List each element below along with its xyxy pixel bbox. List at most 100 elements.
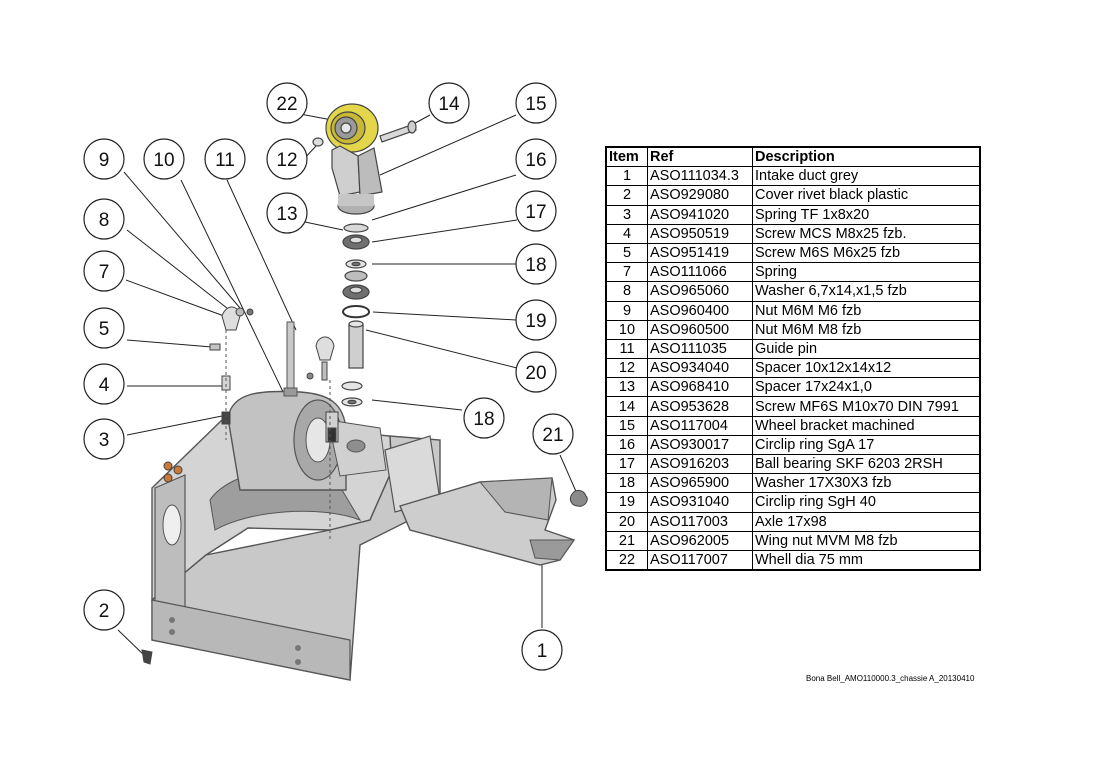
- cell-item: 21: [605, 530, 648, 551]
- cell-ref: ASO117004: [647, 415, 753, 436]
- chassis-body: [151, 390, 441, 681]
- svg-text:12: 12: [276, 150, 297, 171]
- callout-4: 4: [83, 363, 125, 405]
- cell-ref: ASO962005: [647, 530, 753, 551]
- table-header-row: Item Ref Description: [605, 146, 981, 168]
- cell-item: 12: [605, 358, 648, 379]
- callout-21: 21: [532, 413, 574, 455]
- cell-description: Whell dia 75 mm: [752, 549, 981, 571]
- callout-18-bottom: 18: [463, 397, 505, 439]
- svg-text:20: 20: [525, 363, 546, 384]
- cell-ref: ASO117003: [647, 511, 753, 532]
- cell-ref: ASO968410: [647, 377, 753, 398]
- cell-item: 10: [605, 319, 648, 340]
- svg-text:19: 19: [525, 311, 546, 332]
- cell-description: Screw M6S M6x25 fzb: [752, 242, 981, 264]
- svg-text:8: 8: [99, 210, 110, 231]
- cell-ref: ASO111034.3: [647, 166, 753, 187]
- cell-ref: ASO960400: [647, 300, 753, 321]
- document-caption: Bona Bell_AMO110000.3_chassie A_20130410: [806, 674, 975, 683]
- cell-item: 9: [605, 300, 648, 321]
- svg-text:18: 18: [473, 409, 494, 430]
- cell-item: 20: [605, 511, 648, 532]
- cell-description: Axle 17x98: [752, 511, 981, 532]
- cell-item: 4: [605, 223, 648, 244]
- cell-item: 19: [605, 492, 648, 513]
- callout-22: 22: [266, 82, 308, 124]
- cell-item: 13: [605, 377, 648, 398]
- cell-item: 8: [605, 281, 648, 302]
- svg-text:7: 7: [99, 262, 110, 283]
- cell-ref: ASO916203: [647, 453, 753, 475]
- cell-description: Spacer 17x24x1,0: [752, 377, 981, 398]
- cell-description: Wheel bracket machined: [752, 415, 981, 436]
- loose-nuts: [141, 461, 588, 665]
- exploded-view-diagram: 22 14 15 9 10 11 12 16 13 17 8 18 7 19 5…: [83, 82, 588, 681]
- callout-16: 16: [515, 138, 557, 180]
- cell-description: Washer 6,7x14,x1,5 fzb: [752, 281, 981, 302]
- callout-17: 17: [515, 190, 557, 232]
- svg-text:17: 17: [525, 202, 546, 223]
- cell-ref: ASO951419: [647, 242, 753, 264]
- cell-ref: ASO941020: [647, 204, 753, 225]
- cell-ref: ASO929080: [647, 185, 753, 206]
- cell-description: Circlip ring SgH 40: [752, 492, 981, 513]
- header-item: Item: [605, 146, 648, 168]
- callout-2: 2: [83, 589, 125, 631]
- cell-ref: ASO117007: [647, 549, 753, 571]
- leader-lines: [117, 113, 579, 657]
- cell-item: 5: [605, 242, 648, 264]
- cell-item: 22: [605, 549, 648, 571]
- cell-item: 15: [605, 415, 648, 436]
- svg-text:18: 18: [525, 255, 546, 276]
- callout-15: 15: [515, 82, 557, 124]
- callout-20: 20: [515, 351, 557, 393]
- callout-8: 8: [83, 198, 125, 240]
- callouts: 22 14 15 9 10 11 12 16 13 17 8 18 7 19 5…: [83, 82, 574, 671]
- cell-description: Wing nut MVM M8 fzb: [752, 530, 981, 551]
- svg-text:3: 3: [99, 430, 110, 451]
- cell-description: Spring TF 1x8x20: [752, 204, 981, 225]
- cell-description: Circlip ring SgA 17: [752, 434, 981, 456]
- cell-description: Screw MF6S M10x70 DIN 7991: [752, 396, 981, 417]
- callout-10: 10: [143, 138, 185, 180]
- svg-text:21: 21: [542, 425, 563, 446]
- cell-description: Spring: [752, 262, 981, 283]
- header-ref: Ref: [647, 146, 753, 168]
- callout-19: 19: [515, 299, 557, 341]
- cell-description: Intake duct grey: [752, 166, 981, 187]
- svg-text:5: 5: [99, 319, 110, 340]
- callout-14: 14: [428, 82, 470, 124]
- cell-ref: ASO950519: [647, 223, 753, 244]
- cell-description: Guide pin: [752, 338, 981, 360]
- callout-13: 13: [266, 192, 308, 234]
- cell-description: Ball bearing SKF 6203 2RSH: [752, 453, 981, 475]
- cell-ref: ASO111066: [647, 262, 753, 283]
- intake-duct: [399, 477, 576, 566]
- cell-ref: ASO934040: [647, 358, 753, 379]
- header-description: Description: [752, 146, 981, 168]
- cell-description: Nut M6M M8 fzb: [752, 319, 981, 340]
- svg-text:2: 2: [99, 601, 110, 622]
- callout-1: 1: [521, 629, 563, 671]
- cell-ref: ASO965900: [647, 473, 753, 494]
- callout-5: 5: [83, 307, 125, 349]
- callout-11: 11: [204, 138, 246, 180]
